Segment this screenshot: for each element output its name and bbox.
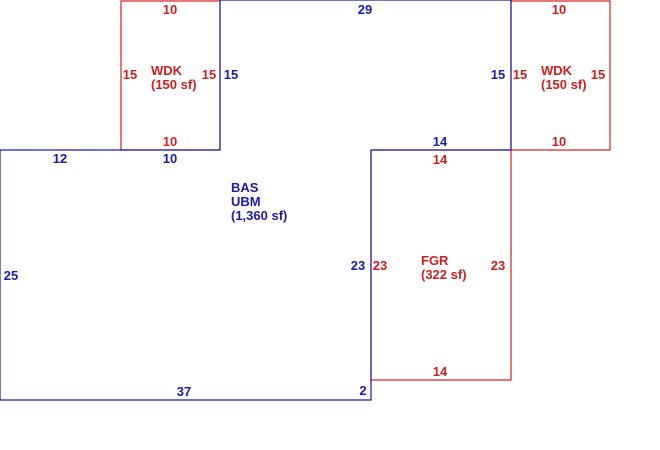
garage-bottom-dim: 14	[433, 364, 448, 379]
main-left-deck-side-dim: 15	[224, 67, 238, 82]
main-top-dim: 29	[358, 2, 372, 17]
main-jog-dim: 2	[359, 383, 366, 398]
deck-right-area: (150 sf)	[541, 77, 587, 92]
main-right-deck-side-dim: 15	[491, 67, 505, 82]
main-area-subcode: UBM	[231, 194, 261, 209]
main-right-wall-dim: 23	[351, 258, 365, 273]
garage-left-dim: 23	[373, 258, 387, 273]
deck-left-code: WDK	[151, 63, 183, 78]
garage-top-dim: 14	[433, 152, 448, 167]
deck-left-left-dim: 15	[123, 67, 137, 82]
main-step-top-dim: 14	[433, 134, 448, 149]
garage-right-dim: 23	[491, 258, 505, 273]
main-area-outline	[0, 0, 512, 401]
deck-right-right-dim: 15	[591, 67, 605, 82]
deck-right-code: WDK	[541, 63, 573, 78]
deck-right-bottom-dim: 10	[552, 134, 566, 149]
main-area-code: BAS	[231, 180, 259, 195]
deck-right-left-dim: 15	[513, 67, 527, 82]
garage-area: (322 sf)	[421, 267, 467, 282]
main-left-wall-dim: 25	[4, 268, 18, 283]
main-bottom-dim: 37	[177, 384, 191, 399]
garage-code: FGR	[421, 253, 449, 268]
deck-left-bottom-dim: 10	[163, 134, 177, 149]
deck-right-top-dim: 10	[552, 2, 566, 17]
deck-left-area: (150 sf)	[151, 77, 197, 92]
main-under-deck-dim: 10	[163, 151, 177, 166]
main-top-left-dim: 12	[53, 151, 67, 166]
deck-left-right-dim: 15	[202, 67, 216, 82]
deck-left-top-dim: 10	[163, 2, 177, 17]
main-area-size: (1,360 sf)	[231, 208, 287, 223]
